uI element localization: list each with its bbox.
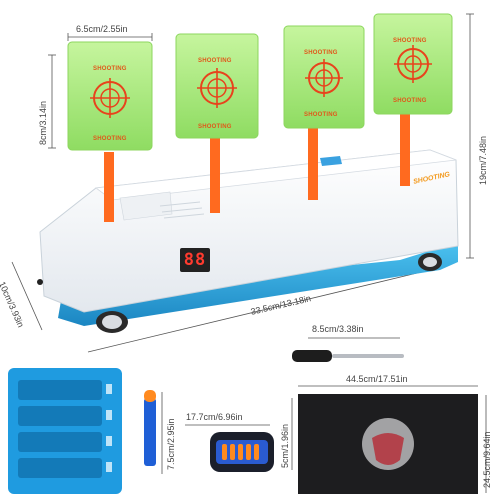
target-width-label: 6.5cm/2.55in bbox=[76, 24, 128, 34]
score-display: 88 bbox=[180, 248, 210, 272]
mask-height-label: 24.5cm/9.64in bbox=[482, 431, 492, 488]
target-label: SHOOTING bbox=[198, 58, 232, 64]
dimension-lines bbox=[11, 13, 487, 493]
target-label: SHOOTING bbox=[198, 124, 232, 130]
target-label: SHOOTING bbox=[304, 112, 338, 118]
dart-length-label: 7.5cm/2.95in bbox=[166, 418, 176, 470]
target-label: SHOOTING bbox=[304, 50, 338, 56]
mask-width-label: 44.5cm/17.51in bbox=[346, 374, 408, 384]
target-base bbox=[37, 149, 459, 333]
target-label: SHOOTING bbox=[393, 98, 427, 104]
total-height-label: 19cm/7.48in bbox=[478, 135, 488, 185]
foam-dart-image bbox=[144, 390, 156, 466]
face-mask-image bbox=[298, 394, 478, 494]
target-label: SHOOTING bbox=[93, 136, 127, 142]
target-label: SHOOTING bbox=[393, 38, 427, 44]
target-label: SHOOTING bbox=[93, 66, 127, 72]
screwdriver-image bbox=[292, 350, 404, 362]
battery-box-image bbox=[8, 368, 122, 494]
target-posts bbox=[104, 114, 410, 222]
target-plates bbox=[67, 13, 453, 151]
screwdriver-length-label: 8.5cm/3.38in bbox=[312, 324, 364, 334]
wristband-image bbox=[210, 432, 274, 472]
wristband-length-label: 17.7cm/6.96in bbox=[186, 412, 243, 422]
target-height-label: 8cm/3.14in bbox=[38, 100, 48, 145]
wristband-height-label: 5cm/1.96in bbox=[280, 423, 290, 468]
